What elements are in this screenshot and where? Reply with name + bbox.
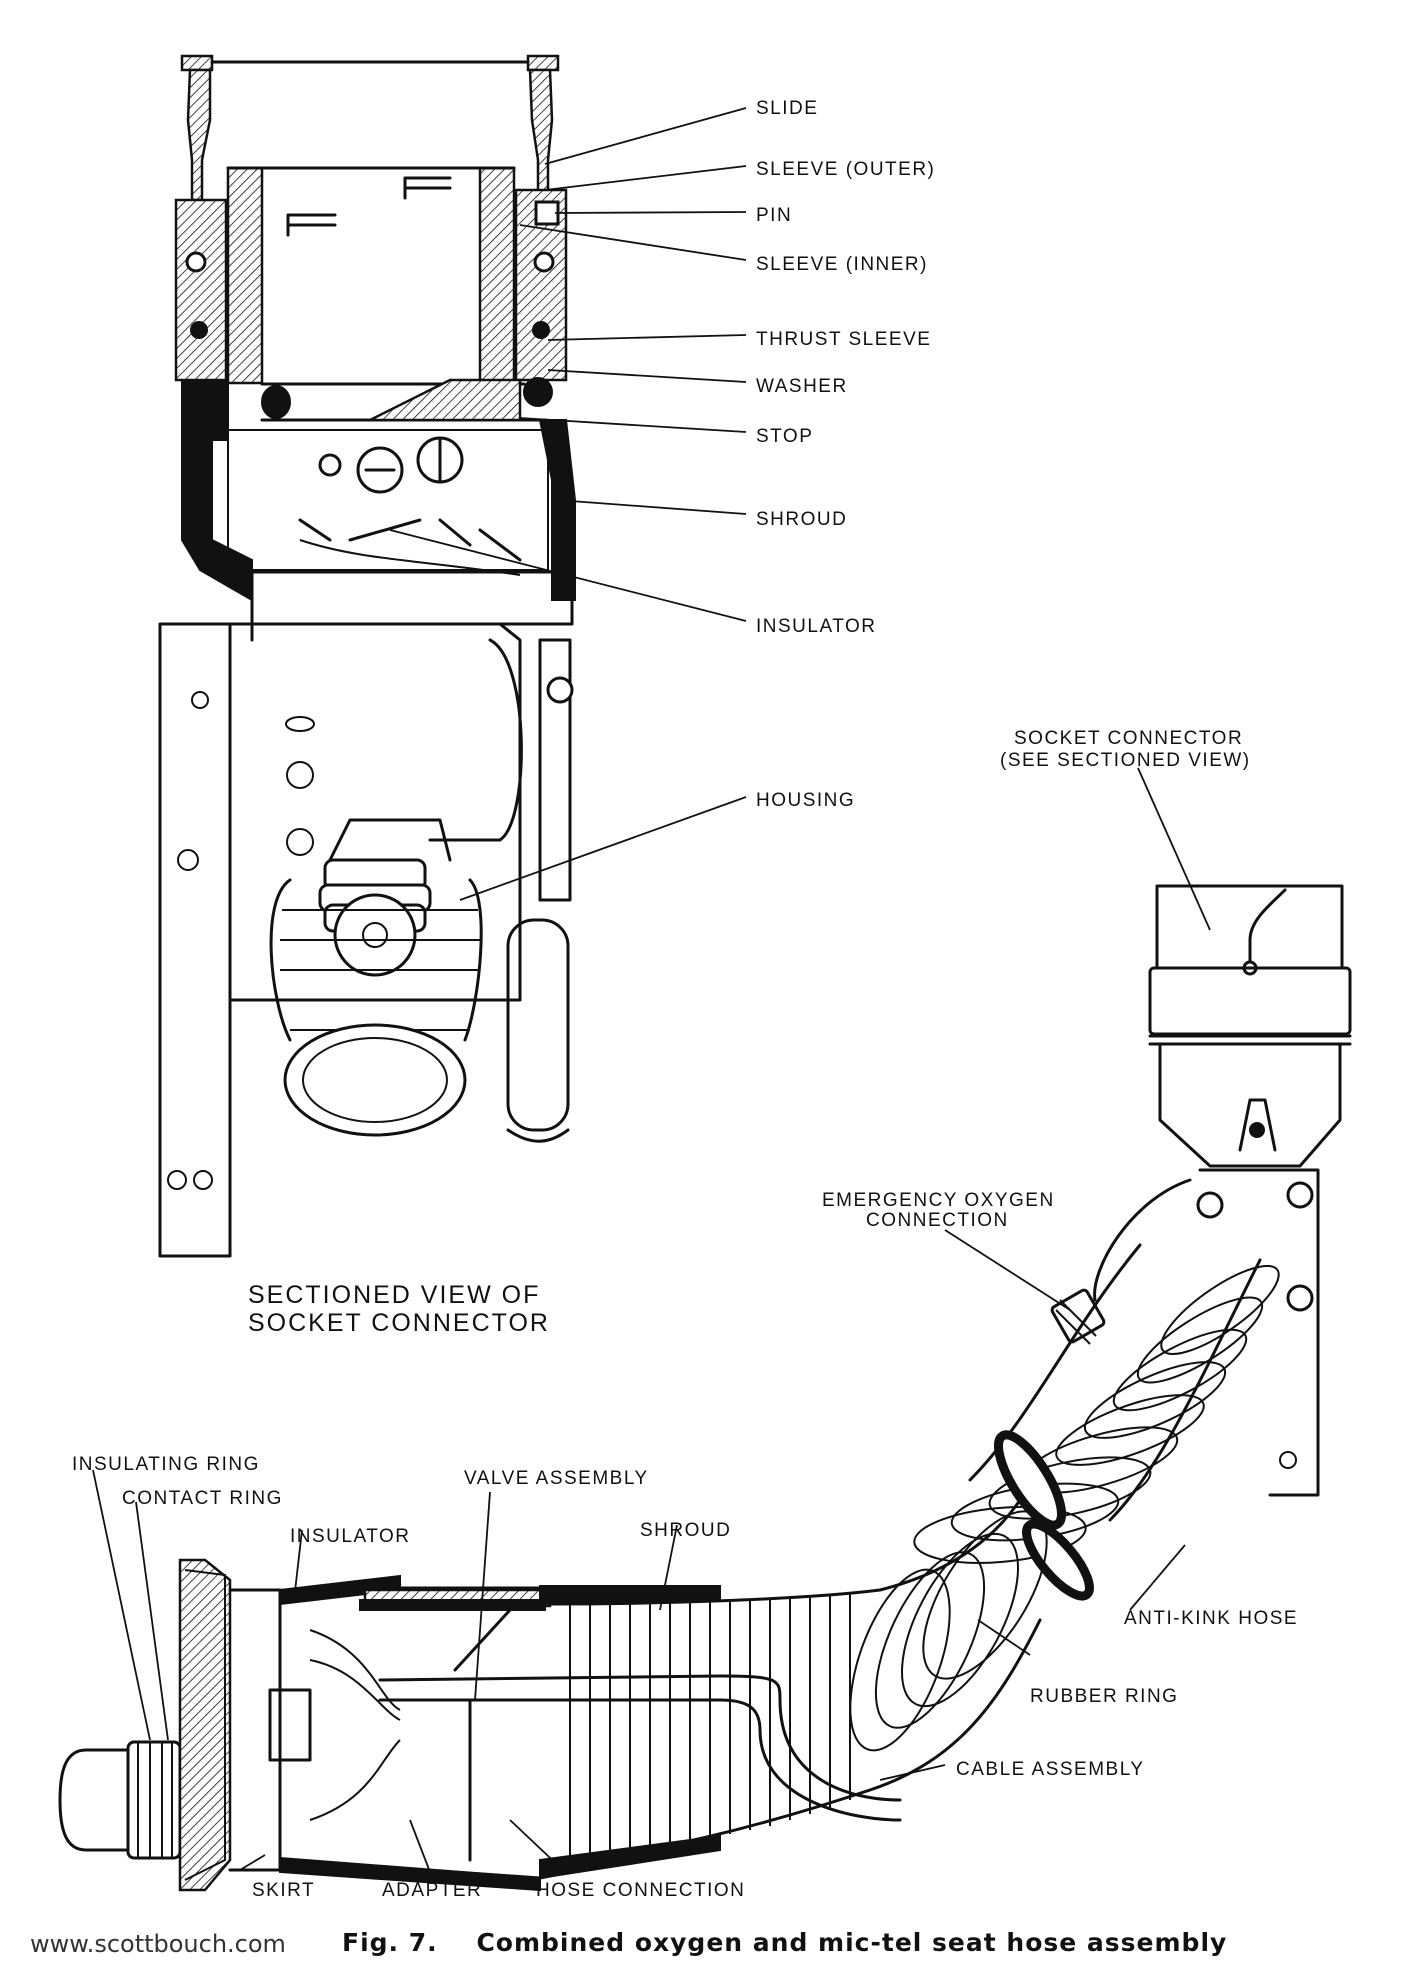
hose-assembly-view [58,1498,1048,1892]
label-sleeve-inner: SLEEVE (INNER) [756,254,928,275]
subtitle-line-1: SECTIONED VIEW OF [248,1281,540,1309]
label-adapter: ADAPTER [382,1880,482,1901]
callout-labels: SLIDE SLEEVE (OUTER) PIN SLEEVE (INNER) … [72,98,1298,1901]
subtitle-line-2: SOCKET CONNECTOR [248,1309,550,1337]
label-socket-connector-1: SOCKET CONNECTOR [1014,728,1243,749]
label-emergency-oxygen-1: EMERGENCY OXYGEN [822,1190,1055,1211]
label-insulator-bottom: INSULATOR [290,1526,411,1547]
label-shroud-bottom: SHROUD [640,1520,731,1541]
label-pin: PIN [756,205,792,226]
label-shroud-top: SHROUD [756,509,847,530]
figure-caption: Fig. 7. Combined oxygen and mic-tel seat… [342,1928,1227,1957]
label-socket-connector-2: (SEE SECTIONED VIEW) [1000,750,1251,771]
label-insulating-ring: INSULATING RING [72,1454,260,1475]
label-contact-ring: CONTACT RING [122,1488,283,1509]
label-rubber-ring: RUBBER RING [1030,1686,1178,1707]
socket-connector-view [913,884,1352,1601]
label-slide: SLIDE [756,98,818,119]
sectioned-socket-connector [158,54,576,1258]
label-insulator-top: INSULATOR [756,616,877,637]
label-sleeve-outer: SLEEVE (OUTER) [756,159,935,180]
label-cable-assembly: CABLE ASSEMBLY [956,1759,1145,1780]
label-emergency-oxygen-2: CONNECTION [866,1210,1009,1231]
label-skirt: SKIRT [252,1880,315,1901]
label-valve-assembly: VALVE ASSEMBLY [464,1468,649,1489]
label-washer: WASHER [756,376,848,397]
label-stop: STOP [756,426,813,447]
label-hose-connection: HOSE CONNECTION [536,1880,745,1901]
leader-lines [92,107,1211,1873]
label-thrust-sleeve: THRUST SLEEVE [756,329,931,350]
label-housing: HOUSING [756,790,855,811]
watermark: www.scottbouch.com [30,1930,286,1958]
label-anti-kink-hose: ANTI-KINK HOSE [1124,1608,1298,1629]
